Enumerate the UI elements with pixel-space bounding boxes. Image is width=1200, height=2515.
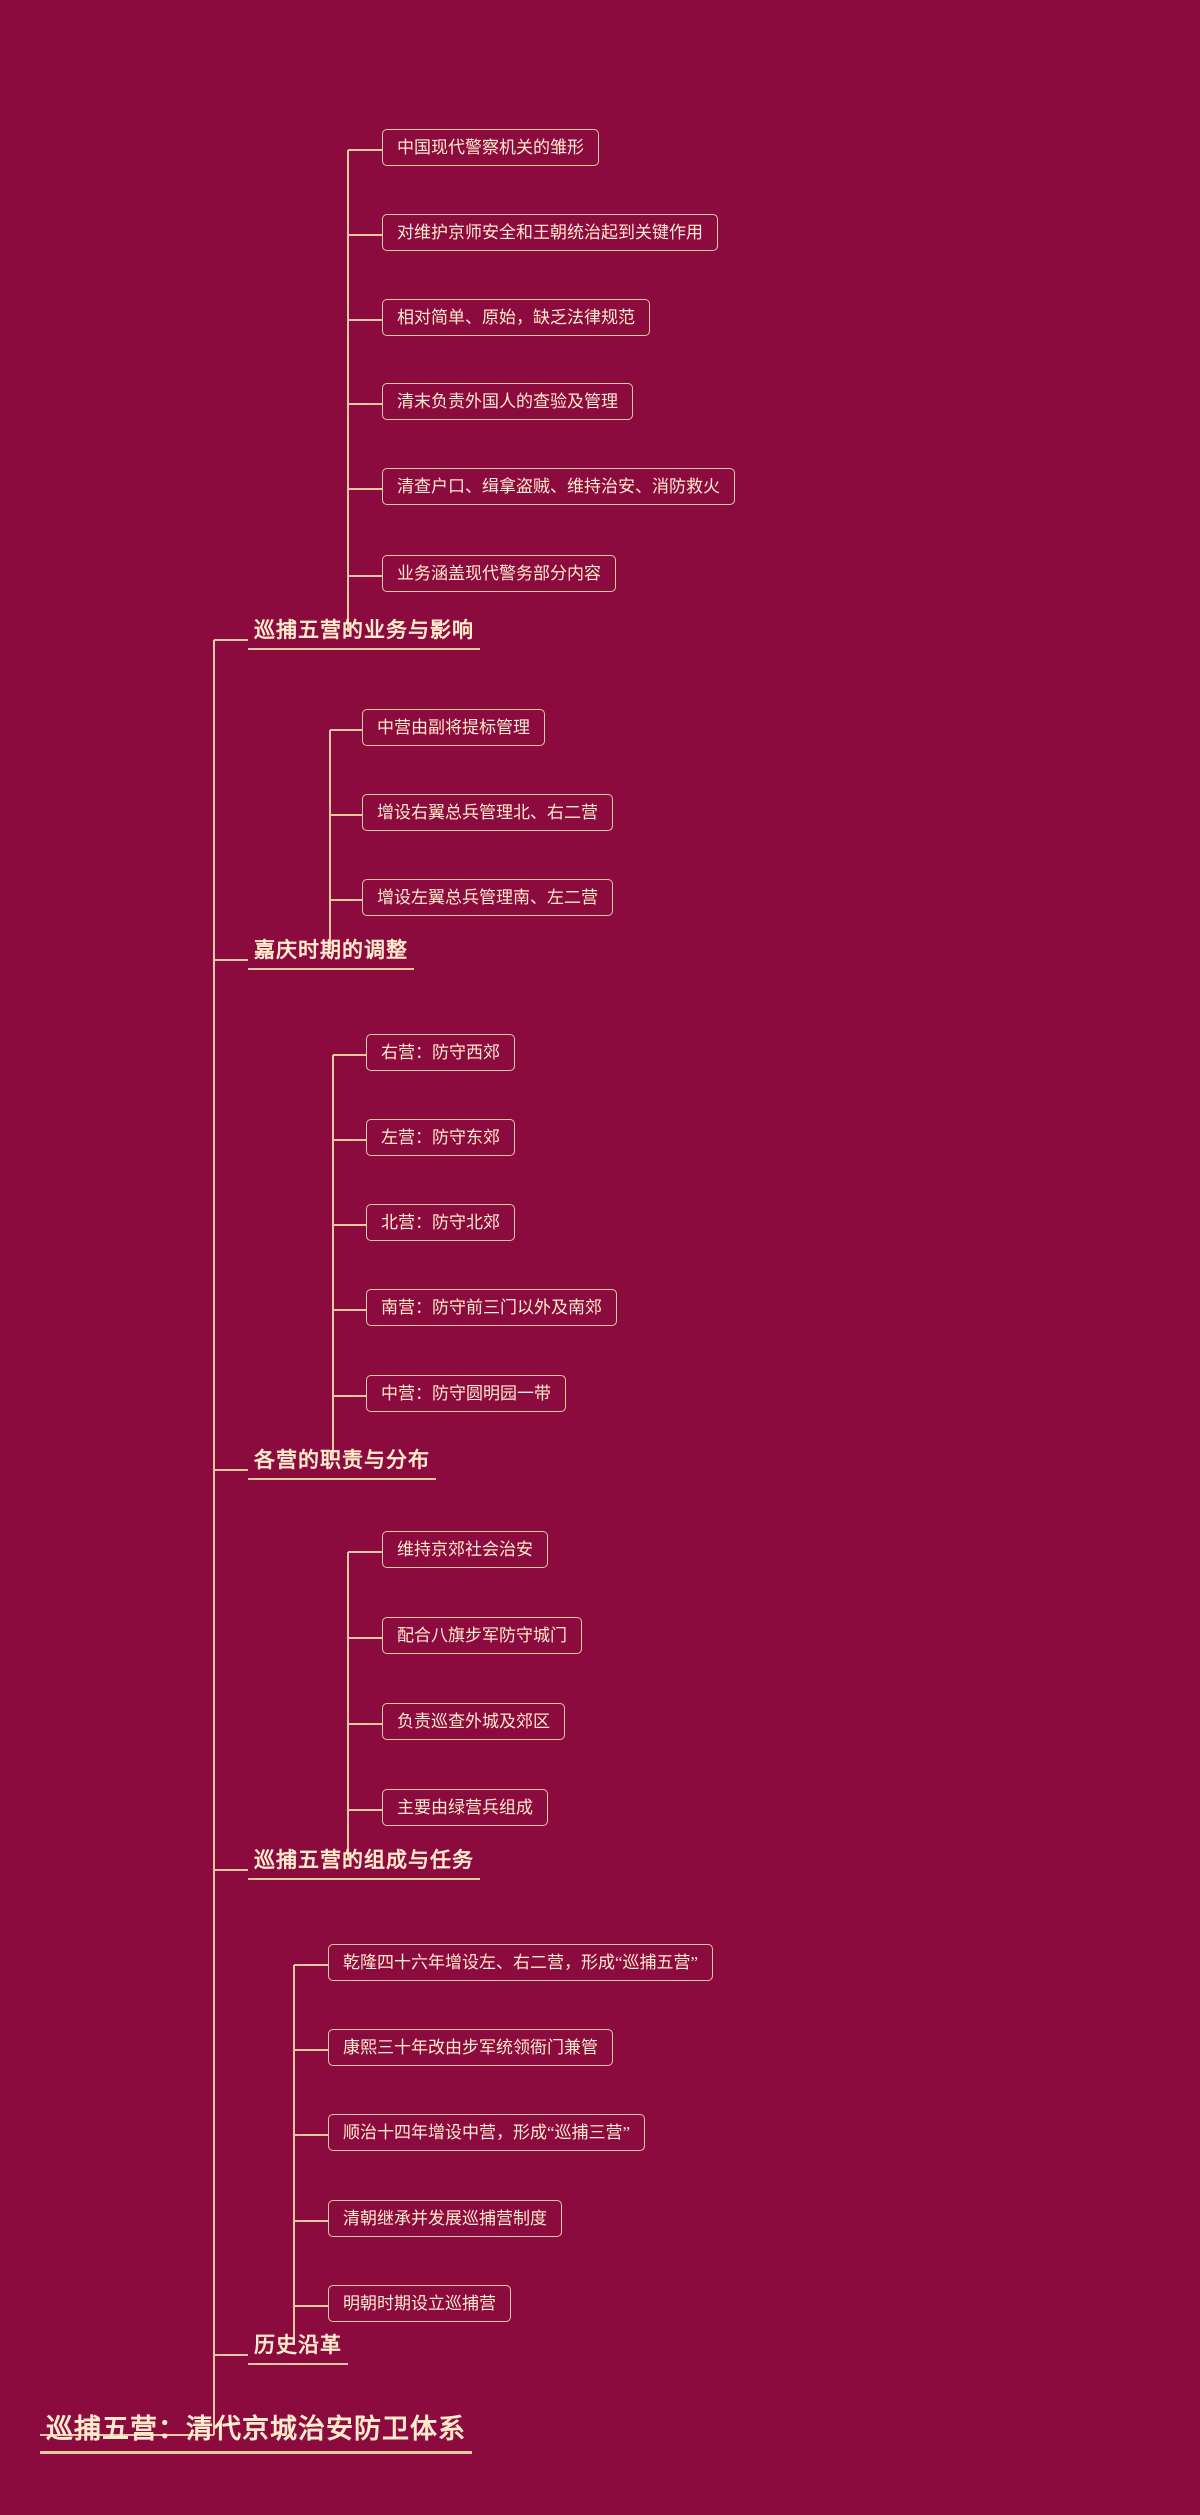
branch-heading-business-and-influence[interactable]: 巡捕五营的业务与影响 [248,617,480,650]
mindmap-root-title[interactable]: 巡捕五营：清代京城治安防卫体系 [40,2412,472,2454]
leaf-node[interactable]: 右营：防守西郊 [366,1034,515,1071]
leaf-node[interactable]: 康熙三十年改由步军统领衙门兼管 [328,2029,613,2066]
leaf-node[interactable]: 顺治十四年增设中营，形成“巡捕三营” [328,2114,646,2151]
leaf-node[interactable]: 中营由副将提标管理 [362,709,545,746]
leaf-node[interactable]: 相对简单、原始，缺乏法律规范 [382,299,650,336]
leaf-node[interactable]: 南营：防守前三门以外及南郊 [366,1289,617,1326]
leaf-node[interactable]: 增设右翼总兵管理北、右二营 [362,794,613,831]
leaf-node[interactable]: 乾隆四十六年增设左、右二营，形成“巡捕五营” [328,1944,714,1981]
leaf-node[interactable]: 对维护京师安全和王朝统治起到关键作用 [382,214,718,251]
leaf-node[interactable]: 清朝继承并发展巡捕营制度 [328,2200,562,2237]
leaf-node[interactable]: 中国现代警察机关的雏形 [382,129,599,166]
leaf-node[interactable]: 负责巡查外城及郊区 [382,1703,565,1740]
leaf-node[interactable]: 清末负责外国人的查验及管理 [382,383,633,420]
leaf-node[interactable]: 北营：防守北郊 [366,1204,515,1241]
leaf-node[interactable]: 增设左翼总兵管理南、左二营 [362,879,613,916]
leaf-node[interactable]: 明朝时期设立巡捕营 [328,2285,511,2322]
leaf-node[interactable]: 主要由绿营兵组成 [382,1789,548,1826]
leaf-node[interactable]: 业务涵盖现代警务部分内容 [382,555,616,592]
branch-heading-duties-and-distribution[interactable]: 各营的职责与分布 [248,1447,436,1480]
leaf-node[interactable]: 左营：防守东郊 [366,1119,515,1156]
leaf-node[interactable]: 中营：防守圆明园一带 [366,1375,566,1412]
branch-heading-historical-evolution[interactable]: 历史沿革 [248,2332,348,2365]
leaf-node[interactable]: 配合八旗步军防守城门 [382,1617,582,1654]
branch-heading-jiaqing-adjustments[interactable]: 嘉庆时期的调整 [248,937,414,970]
branch-heading-composition-and-tasks[interactable]: 巡捕五营的组成与任务 [248,1847,480,1880]
leaf-node[interactable]: 维持京郊社会治安 [382,1531,548,1568]
leaf-node[interactable]: 清查户口、缉拿盗贼、维持治安、消防救火 [382,468,735,505]
